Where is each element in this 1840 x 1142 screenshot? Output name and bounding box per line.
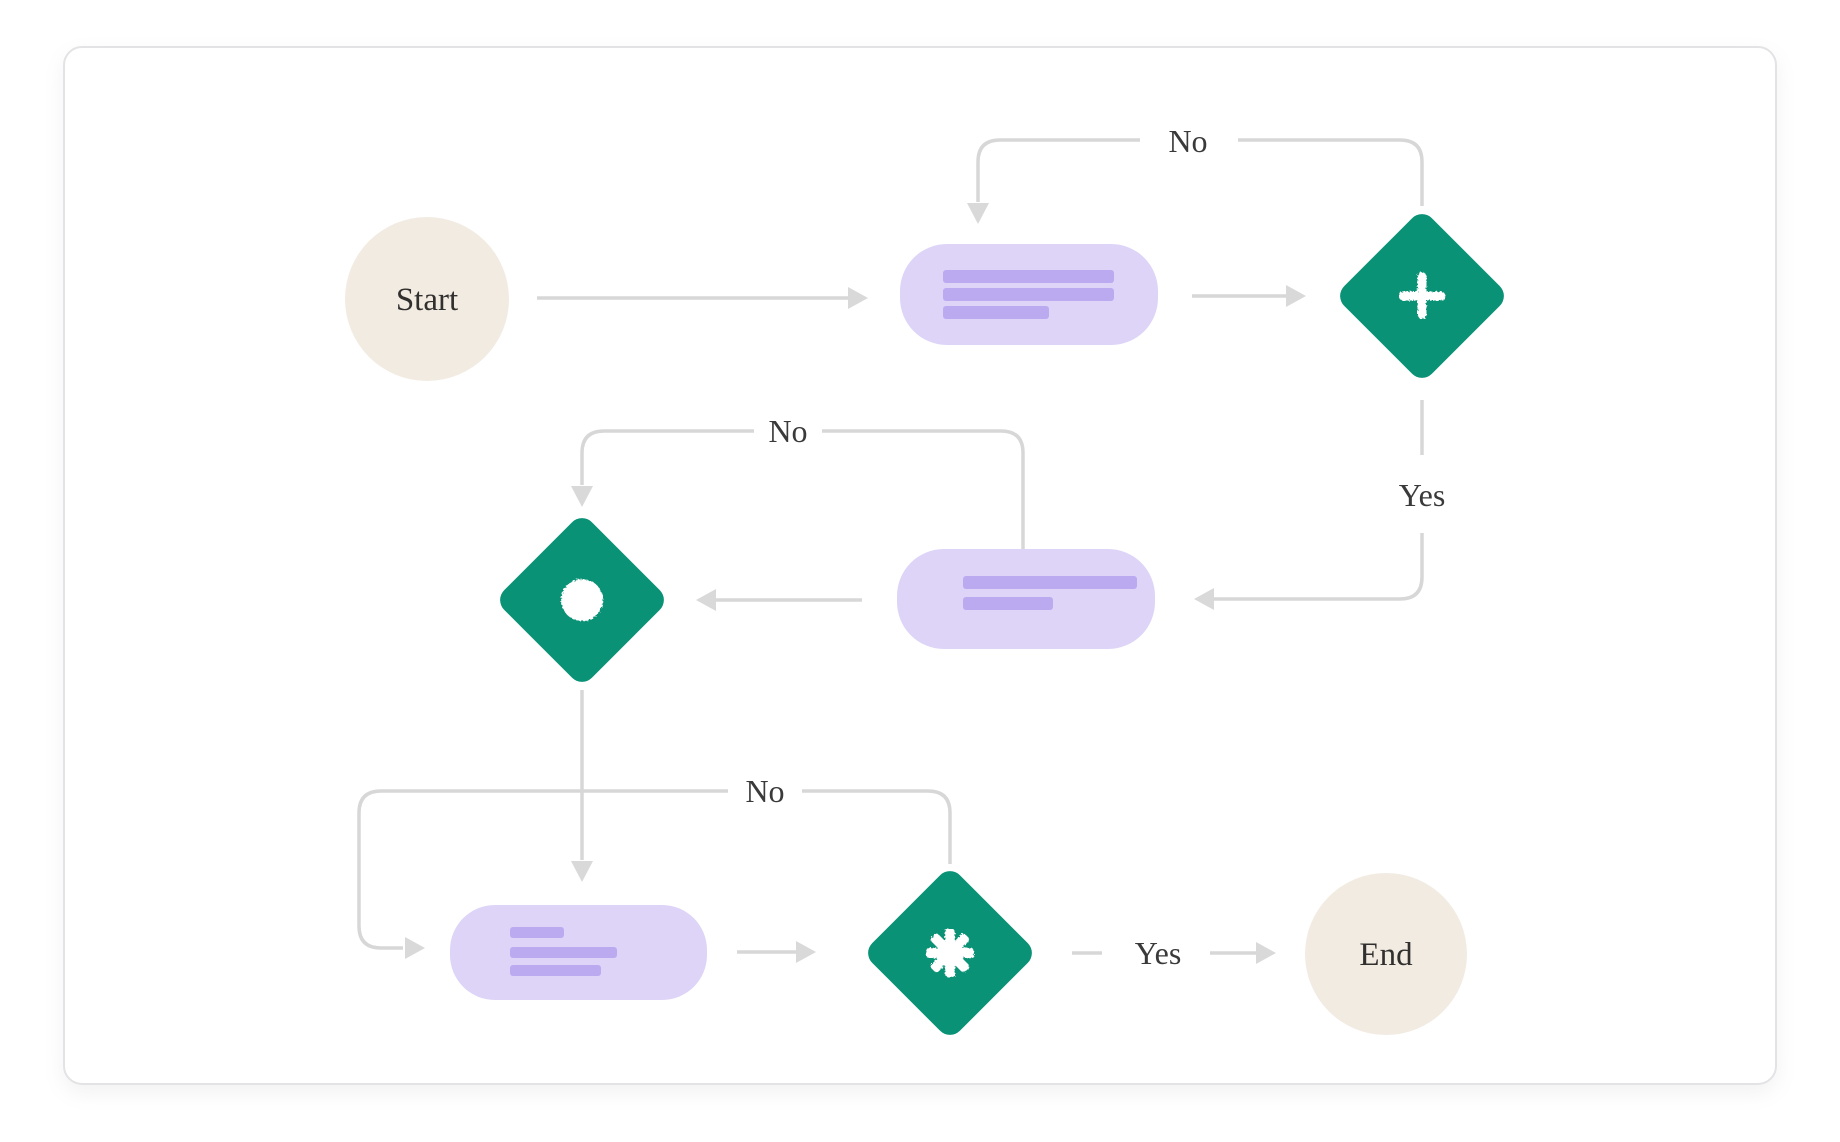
edge-decision3-yes-to-end [1072,942,1276,964]
skeleton-line [510,965,601,976]
decision-3-node[interactable] [862,865,1037,1040]
edge-middle-no-loop [571,429,1025,549]
skeleton-line [943,270,1114,283]
circle-icon [561,579,603,621]
skeleton-line [943,306,1049,319]
edge-process3-to-decision3 [737,941,816,963]
edge-process2-to-decision2 [696,589,862,611]
edge-label-no-top: No [1168,123,1207,159]
end-circle[interactable] [1305,873,1467,1035]
edge-process1-to-decision1 [1192,285,1306,307]
start-node[interactable]: Start [345,217,509,381]
skeleton-line [943,288,1114,301]
decision-1-node[interactable] [1334,208,1509,383]
skeleton-line [510,927,564,938]
process-2-node[interactable] [897,549,1155,649]
edge-start-to-process1 [537,287,868,309]
edge-bottom-no-loop [357,789,952,959]
edge-label-no-bottom: No [745,773,784,809]
edge-decision1-no-loop [967,138,1424,224]
process-1-node[interactable] [900,244,1158,345]
edge-label-no-middle: No [768,413,807,449]
end-node[interactable]: End [1305,873,1467,1035]
process-3-node[interactable] [450,905,707,1000]
edge-decision1-yes [1194,400,1424,610]
plus-icon [1398,272,1446,319]
edge-label-yes-vertical: Yes [1399,477,1446,513]
decision-2-node[interactable] [494,512,669,687]
skeleton-line [963,576,1137,589]
edge-decision2-to-process3 [571,690,593,882]
asterisk-icon [926,929,974,977]
end-label: End [1359,937,1413,973]
skeleton-line [963,597,1053,610]
edge-label-yes-end: Yes [1135,935,1182,971]
skeleton-line [510,947,617,958]
start-label: Start [396,282,458,318]
start-circle[interactable] [345,217,509,381]
